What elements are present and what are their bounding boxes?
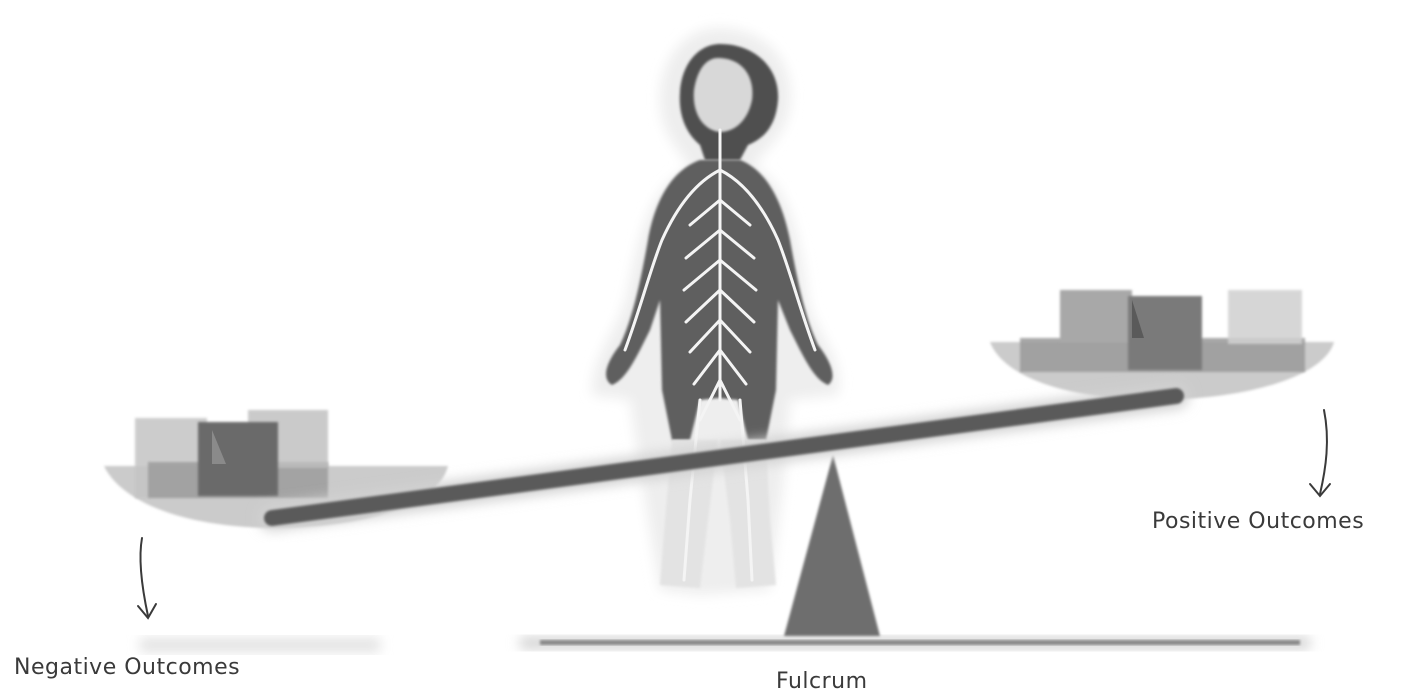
fulcrum-icon (784, 455, 880, 636)
ground-line (140, 637, 1310, 652)
negative-outcomes-label: Negative Outcomes (14, 655, 240, 680)
positive-outcomes-label: Positive Outcomes (1152, 509, 1364, 534)
arrow-down-icon (1310, 410, 1330, 496)
fulcrum-label: Fulcrum (776, 669, 868, 694)
positive-pan (990, 290, 1334, 400)
arrow-down-icon (138, 538, 156, 618)
child-nervous-system-icon (592, 28, 839, 595)
